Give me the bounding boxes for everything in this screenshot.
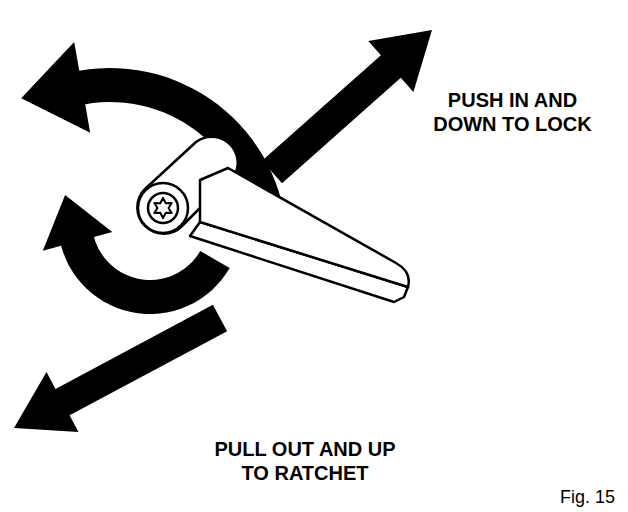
instruction-label: PULL OUT AND UP TO RATCHET bbox=[205, 437, 405, 485]
straight-arrow bbox=[14, 305, 227, 432]
straight-arrow bbox=[262, 30, 432, 183]
lever-end bbox=[138, 183, 188, 233]
lever-blade bbox=[200, 168, 409, 287]
instruction-label: PUSH IN AND DOWN TO LOCK bbox=[425, 88, 600, 136]
motion-arrows bbox=[14, 30, 432, 432]
screw-head bbox=[148, 193, 178, 223]
lever-handle bbox=[137, 137, 408, 302]
torx-screw-star bbox=[154, 198, 171, 218]
figure-number: Fig. 15 bbox=[560, 486, 615, 508]
